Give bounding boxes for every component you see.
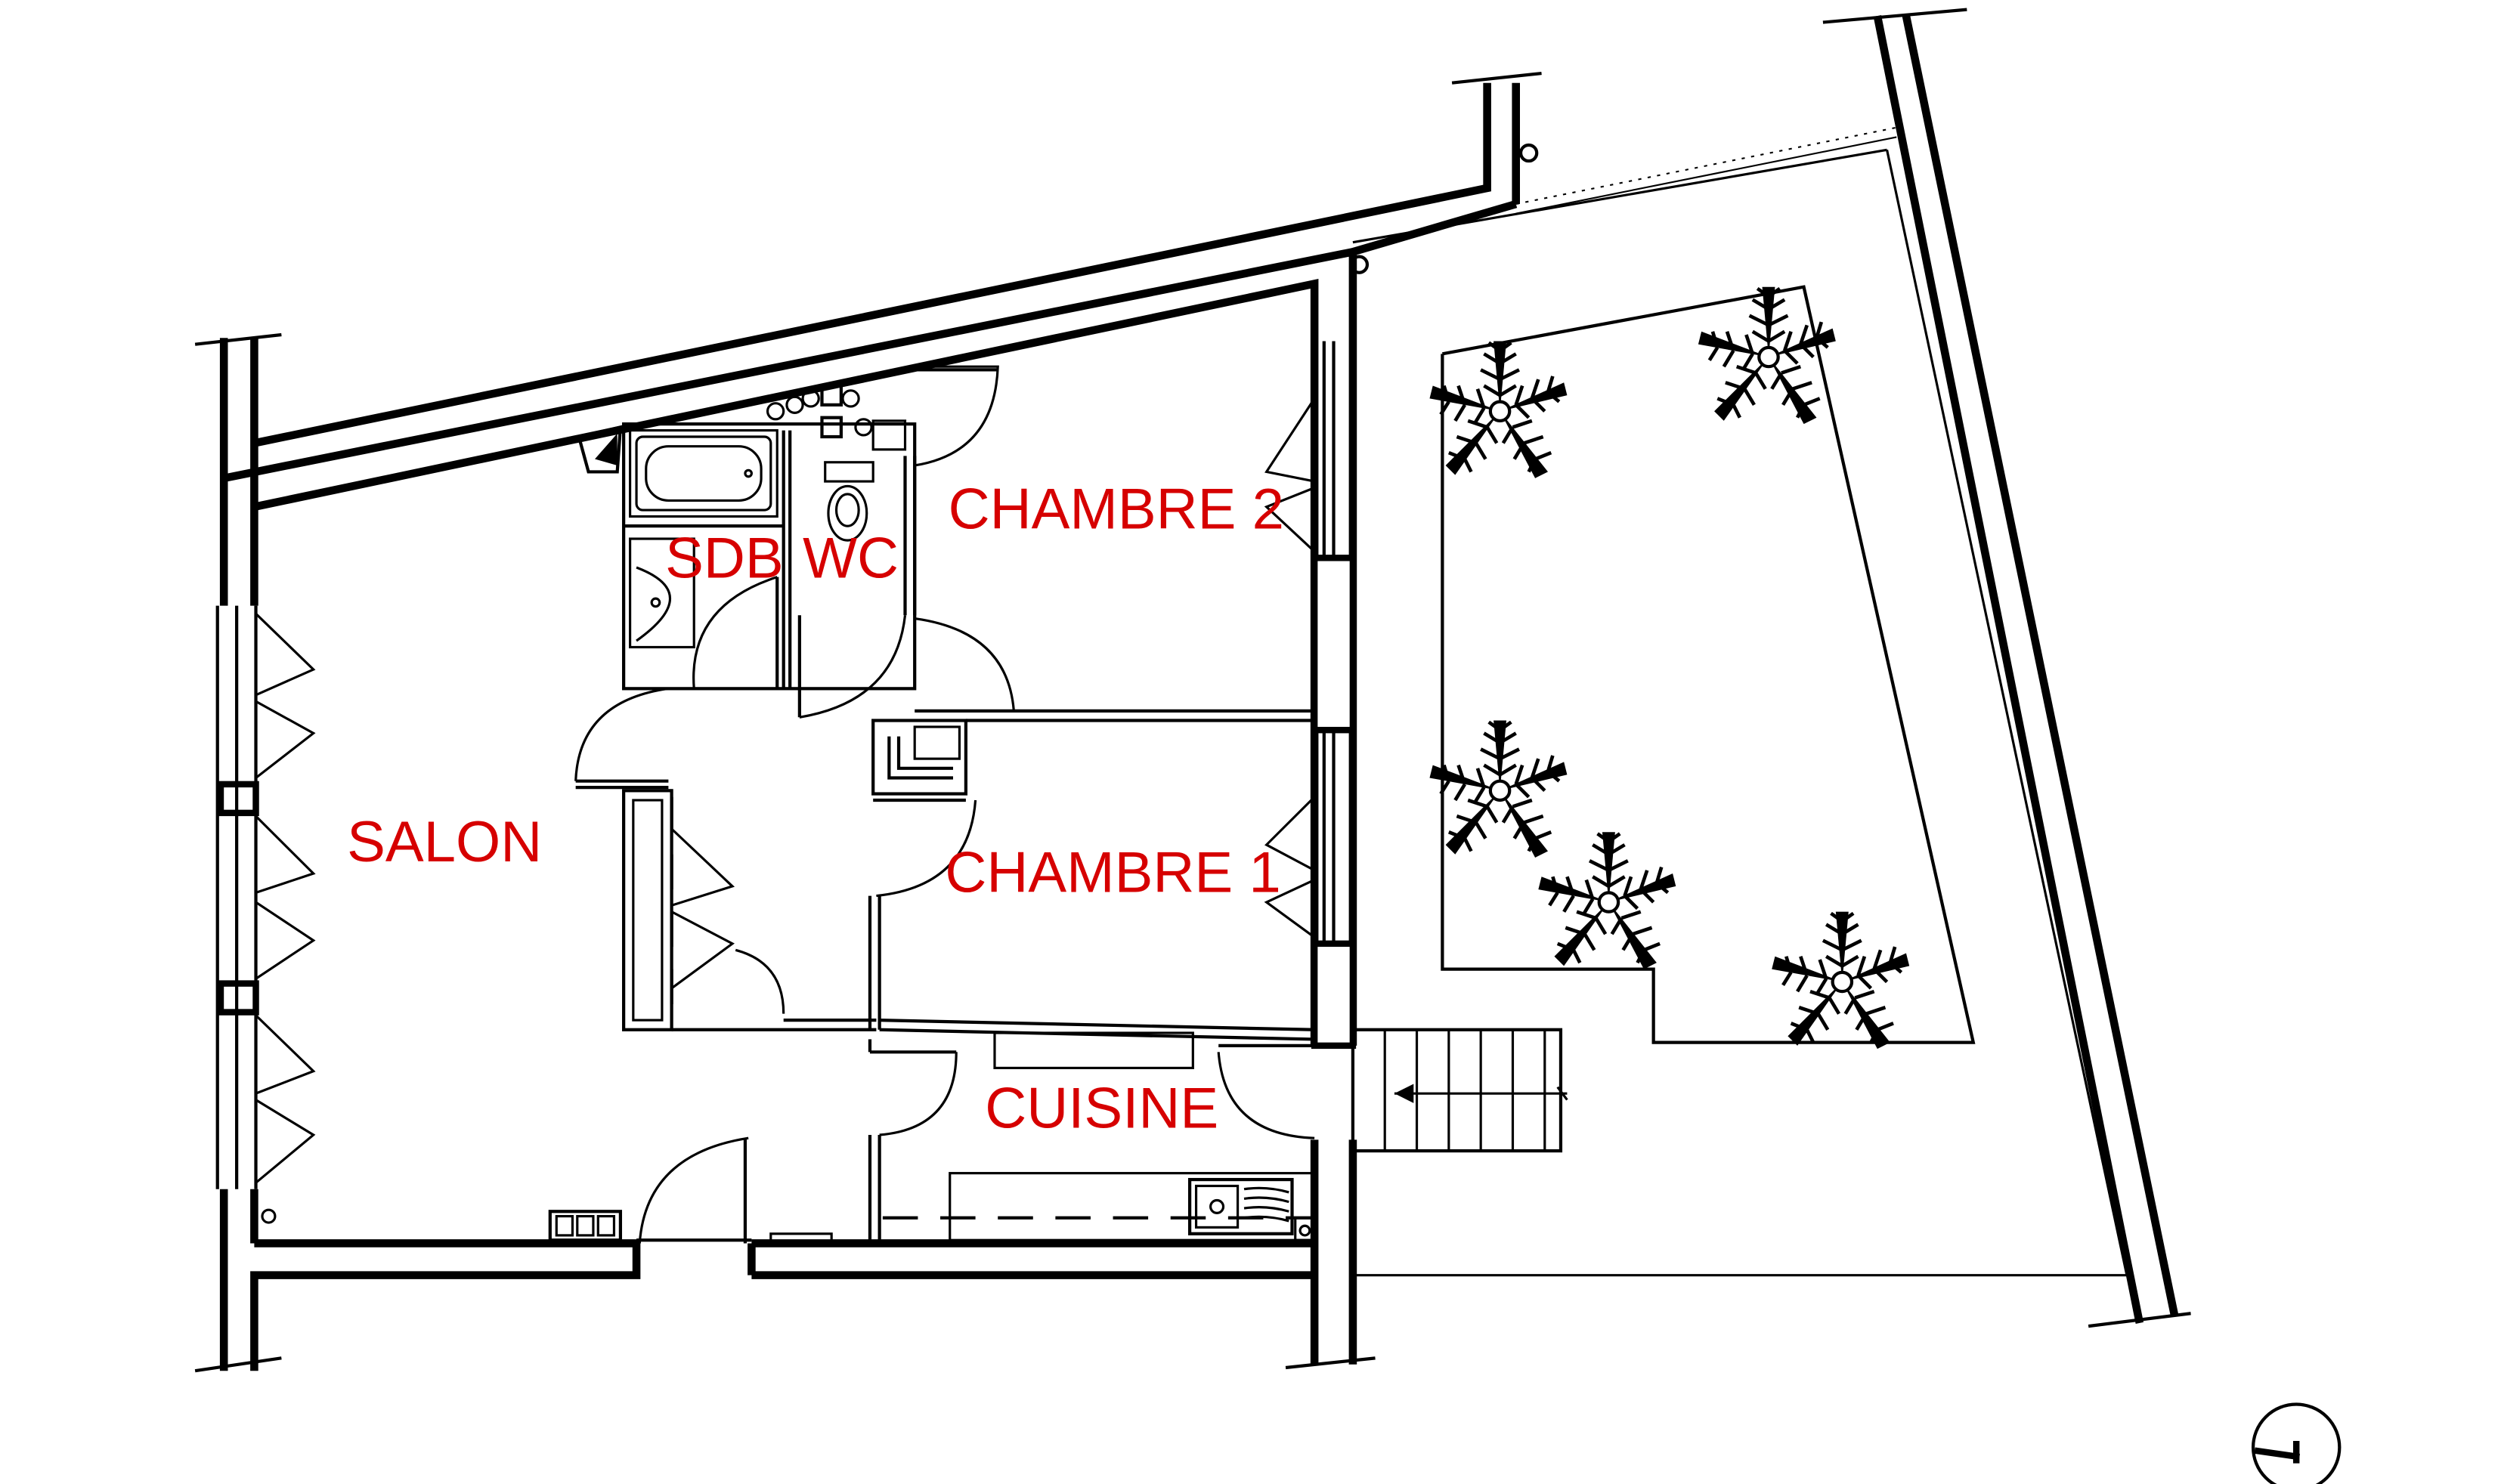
palm-tree-icon	[1429, 721, 1567, 858]
room-labels: SALON SDB WC CHAMBRE 2 CHAMBRE 1 CUISINE	[347, 477, 1284, 1140]
east-windows	[1264, 341, 1336, 944]
palm-tree-icon	[1429, 341, 1567, 478]
garden	[1351, 8, 2191, 1328]
north-arrow-icon	[2251, 1402, 2342, 1484]
palm-tree-icon	[1538, 832, 1676, 969]
palm-tree-icon	[1698, 287, 1836, 424]
label-sdb: SDB	[665, 527, 784, 591]
stair-direction-arrow-icon	[1394, 1084, 1414, 1103]
label-chambre-2: CHAMBRE 2	[949, 477, 1284, 541]
label-wc: WC	[803, 527, 899, 591]
interior-walls	[261, 143, 1539, 1245]
west-windows	[215, 605, 316, 1189]
palm-trees	[1429, 287, 1909, 1049]
label-chambre-1: CHAMBRE 1	[945, 840, 1280, 904]
exterior-walls	[194, 71, 1542, 1373]
palm-tree-icon	[1772, 912, 1909, 1049]
label-salon: SALON	[347, 810, 542, 874]
label-cuisine: CUISINE	[985, 1077, 1218, 1141]
